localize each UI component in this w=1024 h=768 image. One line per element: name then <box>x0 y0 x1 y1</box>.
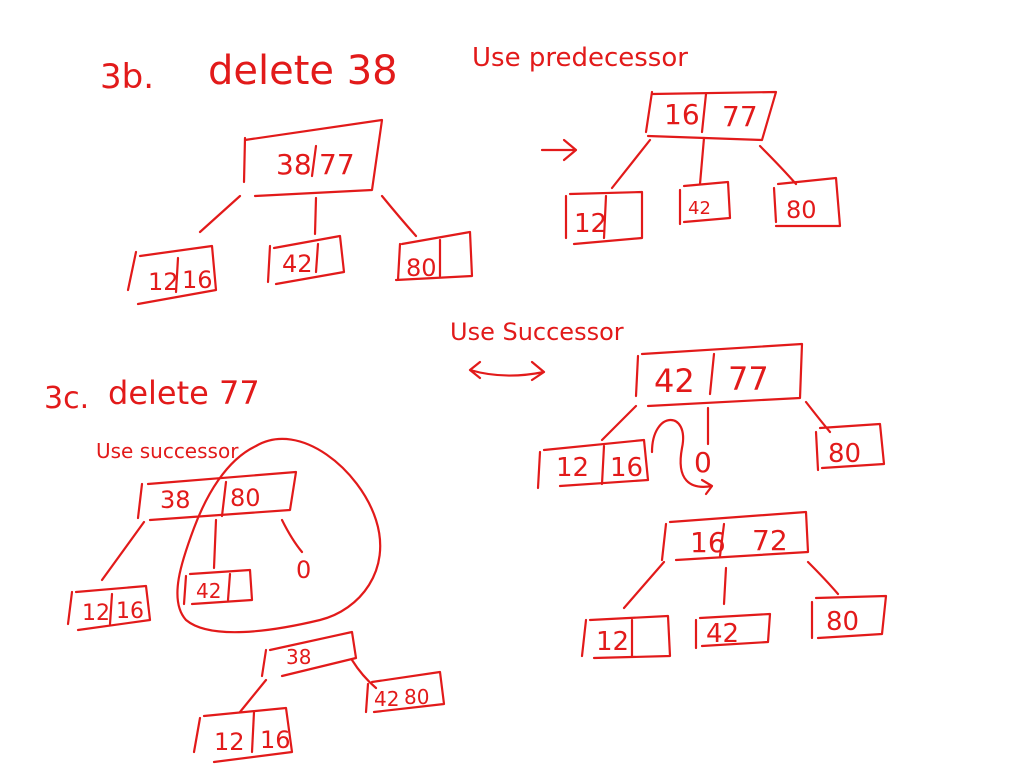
tree-3b-after: 16 77 12 42 80 <box>564 90 842 246</box>
key-3c-a-merged-root-0: 38 <box>286 645 311 669</box>
node-3c-b-result-leaf-2 <box>810 594 888 640</box>
node-3c-a-merged-leaf-0-divider <box>250 710 256 754</box>
node-3c-b-root <box>634 342 804 408</box>
node-3c-b-root-divider <box>708 352 716 396</box>
node-3c-b-leaf-1 <box>814 422 886 472</box>
node-3b-after-root-divider <box>700 92 708 134</box>
key-3c-a-leaf-0-1: 16 <box>116 599 144 624</box>
node-3c-a-merged-leaf-1 <box>364 670 446 714</box>
label-use-predecessor: Use predecessor <box>472 43 688 73</box>
node-3c-b-leaf-0 <box>536 438 650 490</box>
node-3b-leaf-1 <box>266 234 346 286</box>
node-3c-a-root <box>136 470 298 522</box>
edges-3b-after <box>610 136 798 190</box>
key-3b-after-leaf-0-0: 12 <box>574 209 607 239</box>
label-3c: 3c. <box>44 381 89 416</box>
tree-3b-before: 38 77 12 16 42 80 <box>126 118 474 306</box>
node-3b-after-leaf-2 <box>772 176 842 228</box>
tree-3c-option-b: 42 77 12 16 0 80 16 72 12 42 80 <box>536 342 888 660</box>
key-3c-a-merged-leaf-0-0: 12 <box>214 728 245 756</box>
key-3b-after-root-0: 16 <box>664 98 700 131</box>
key-3c-b-result-root-0: 16 <box>690 526 726 559</box>
edges-3b-before <box>198 194 418 238</box>
node-3b-leaf-1-divider <box>314 242 320 274</box>
key-3c-b-leaf-0-0: 12 <box>556 453 589 483</box>
label-use-successor-right: Use Successor <box>450 318 624 346</box>
edges-3c-b <box>600 400 832 446</box>
key-3b-after-root-1: 77 <box>722 100 758 133</box>
node-3b-after-leaf-0-divider <box>602 194 608 240</box>
empty-child-3c-a: 0 <box>296 556 311 584</box>
key-3b-root-1: 77 <box>319 148 355 181</box>
node-3c-a-leaf-1-divider <box>226 572 232 602</box>
key-3c-a-leaf-0-0: 12 <box>82 601 110 626</box>
key-3b-leaf-2-0: 80 <box>406 254 437 282</box>
node-3c-b-result-leaf-1 <box>694 612 772 650</box>
title-delete-38: delete 38 <box>208 48 398 94</box>
key-3c-b-leaf-0-1: 16 <box>610 453 643 483</box>
edges-3c-a <box>100 518 304 582</box>
label-use-successor-left: Use successor <box>96 439 239 463</box>
key-3c-b-result-leaf-2-0: 80 <box>826 607 859 637</box>
key-3c-b-root-0: 42 <box>654 362 695 400</box>
tree-3c-option-a: 38 80 12 16 42 0 38 12 16 42 80 <box>66 437 446 764</box>
node-3b-after-leaf-0 <box>564 190 644 246</box>
key-3b-leaf-1-0: 42 <box>282 250 313 278</box>
key-3c-a-merged-leaf-0-1: 16 <box>260 726 291 754</box>
key-3b-leaf-0-0: 12 <box>148 268 179 296</box>
key-3b-after-leaf-2-0: 80 <box>786 196 817 224</box>
lasso-circle <box>176 437 382 634</box>
double-arrow-3c <box>468 360 546 382</box>
node-3b-leaf-0-divider <box>174 256 180 294</box>
node-3c-a-leaf-0 <box>66 584 152 632</box>
node-3b-root <box>242 118 384 198</box>
key-3c-a-leaf-1-0: 42 <box>196 579 221 603</box>
node-3b-leaf-2 <box>394 230 474 282</box>
label-3b: 3b. <box>100 57 154 97</box>
key-3c-b-result-leaf-1-0: 42 <box>706 619 739 649</box>
key-3c-a-root-1: 80 <box>230 484 261 512</box>
arrow-3b <box>540 138 578 162</box>
node-3c-b-leaf-0-divider <box>600 444 606 486</box>
key-3c-b-leaf-1-0: 80 <box>828 439 861 469</box>
node-3c-b-result-root-divider <box>718 522 726 558</box>
node-3c-a-root-divider <box>220 480 228 518</box>
node-3c-a-leaf-0-divider <box>108 592 114 626</box>
edges-3c-a-merged <box>238 658 378 714</box>
node-3c-b-result-root <box>660 510 810 562</box>
empty-child-3c-b: 0 <box>694 446 712 479</box>
node-3b-leaf-0 <box>126 244 218 306</box>
move-arrow-3c-b <box>650 419 714 496</box>
key-3c-a-merged-leaf-1-0: 42 <box>374 687 399 711</box>
key-3c-a-root-0: 38 <box>160 486 191 514</box>
node-3b-root-divider <box>310 144 318 178</box>
key-3b-leaf-0-1: 16 <box>182 266 213 294</box>
edges-3c-b-result <box>622 560 840 610</box>
node-3b-after-leaf-1 <box>678 180 732 226</box>
node-3c-a-leaf-1 <box>182 568 254 606</box>
node-3c-a-merged-root <box>260 630 358 678</box>
key-3c-a-merged-leaf-1-1: 80 <box>404 685 429 709</box>
key-3c-b-result-root-1: 72 <box>752 524 788 557</box>
key-3c-b-result-leaf-0-0: 12 <box>596 627 629 657</box>
key-3c-b-root-1: 77 <box>728 360 769 398</box>
title-delete-77: delete 77 <box>108 374 260 412</box>
key-3b-after-leaf-1-0: 42 <box>688 198 711 219</box>
key-3b-root-0: 38 <box>276 148 312 181</box>
node-3c-a-merged-leaf-0 <box>192 706 294 764</box>
